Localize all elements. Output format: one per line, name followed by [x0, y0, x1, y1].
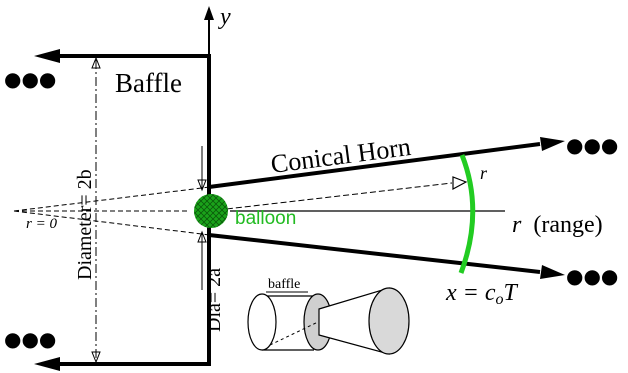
baffle-label: Baffle [115, 68, 182, 98]
balloon-mesh [194, 194, 228, 228]
radial-dashed [208, 182, 453, 212]
dia-label: Dia= 2a [203, 268, 225, 332]
diameter-arrow-bottom [91, 351, 101, 364]
wavefront-label: x = coT [445, 280, 519, 308]
apex-dashed-top [13, 186, 211, 212]
radial-arrowhead [452, 176, 468, 191]
horn-upper-wall [208, 142, 541, 189]
wavefront-arc [458, 154, 476, 274]
diameter-label: Diameter= 2b [74, 169, 96, 280]
r-point-label: r [480, 163, 488, 183]
inset-baffle-label: baffle [268, 277, 300, 292]
bottom-arrowhead [34, 357, 60, 371]
top-arrowhead [34, 49, 60, 63]
conical-horn-label: Conical Horn [269, 132, 412, 179]
horn-lower-arrowhead [540, 265, 565, 279]
range-label: r (range) [512, 212, 603, 238]
y-axis-label: y [218, 4, 231, 30]
r-origin-label: r = 0 [26, 216, 57, 232]
diameter-arrow-top [91, 56, 101, 69]
dia-arrow-top [197, 179, 207, 192]
horn-lower-wall [208, 233, 541, 274]
continuation-dots-upper-right: ●●● [566, 133, 618, 157]
continuation-dots-bottom-left: ●●● [4, 327, 56, 351]
apex-dashed-bottom [13, 210, 211, 236]
dia-arrow-bottom [197, 230, 207, 243]
continuation-dots-top-left: ●●● [4, 67, 56, 91]
balloon-label: balloon [235, 208, 296, 229]
y-axis-arrowhead [204, 6, 214, 20]
horn-upper-arrowhead [540, 137, 565, 151]
continuation-dots-lower-right: ●●● [566, 264, 618, 288]
inset-sketch: baffle [247, 277, 410, 355]
